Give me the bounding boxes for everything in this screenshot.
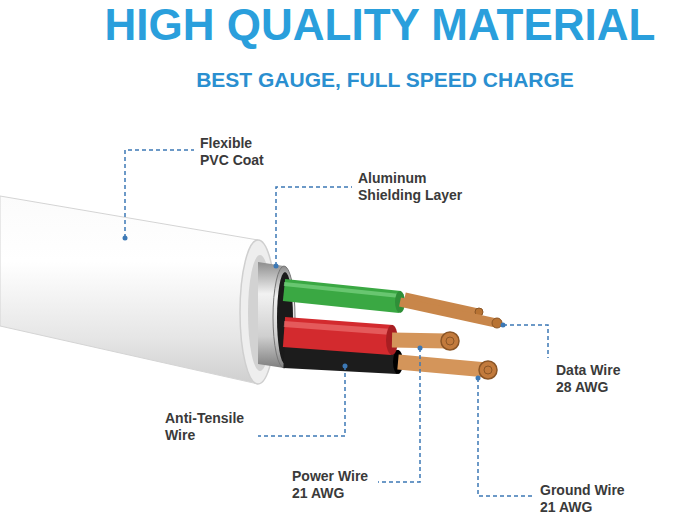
copper-strands	[398, 362, 487, 370]
copper-end-ring	[484, 366, 492, 374]
leader-dot	[476, 376, 481, 381]
callout-label: Data Wire 28 AWG	[556, 362, 631, 396]
copper-strands	[392, 340, 448, 341]
leader-line	[503, 325, 548, 358]
leader-line	[125, 150, 194, 238]
leader-dot	[123, 236, 128, 241]
wire-highlight	[284, 284, 400, 296]
copper-end-ring	[446, 337, 454, 345]
leader-line	[258, 366, 345, 436]
leader-line	[478, 378, 534, 496]
callout-label: Power Wire 21 AWG	[292, 468, 378, 502]
copper-strands	[400, 302, 496, 323]
main-title: HIGH QUALITY MATERIAL	[105, 2, 656, 48]
copper-end	[441, 332, 459, 350]
callout-label: Anti-Tensile Wire	[165, 410, 260, 444]
callout-label: Aluminum Shielding Layer	[358, 170, 473, 204]
leader-line	[276, 187, 352, 266]
ground-wire-insulation	[284, 356, 398, 362]
leader-dot	[418, 346, 423, 351]
callout-label: Ground Wire 21 AWG	[540, 482, 636, 516]
leader-dot	[343, 364, 348, 369]
leader-line	[378, 348, 420, 482]
subtitle: BEST GAUGE, FULL SPEED CHARGE	[196, 68, 574, 91]
copper-end	[479, 361, 497, 379]
leader-dot	[501, 323, 506, 328]
pvc-jacket	[0, 196, 258, 384]
leader-dot	[274, 264, 279, 269]
callout-label: Flexible PVC Coat	[200, 135, 280, 169]
wire-highlight	[284, 324, 392, 332]
copper-end	[492, 318, 502, 328]
